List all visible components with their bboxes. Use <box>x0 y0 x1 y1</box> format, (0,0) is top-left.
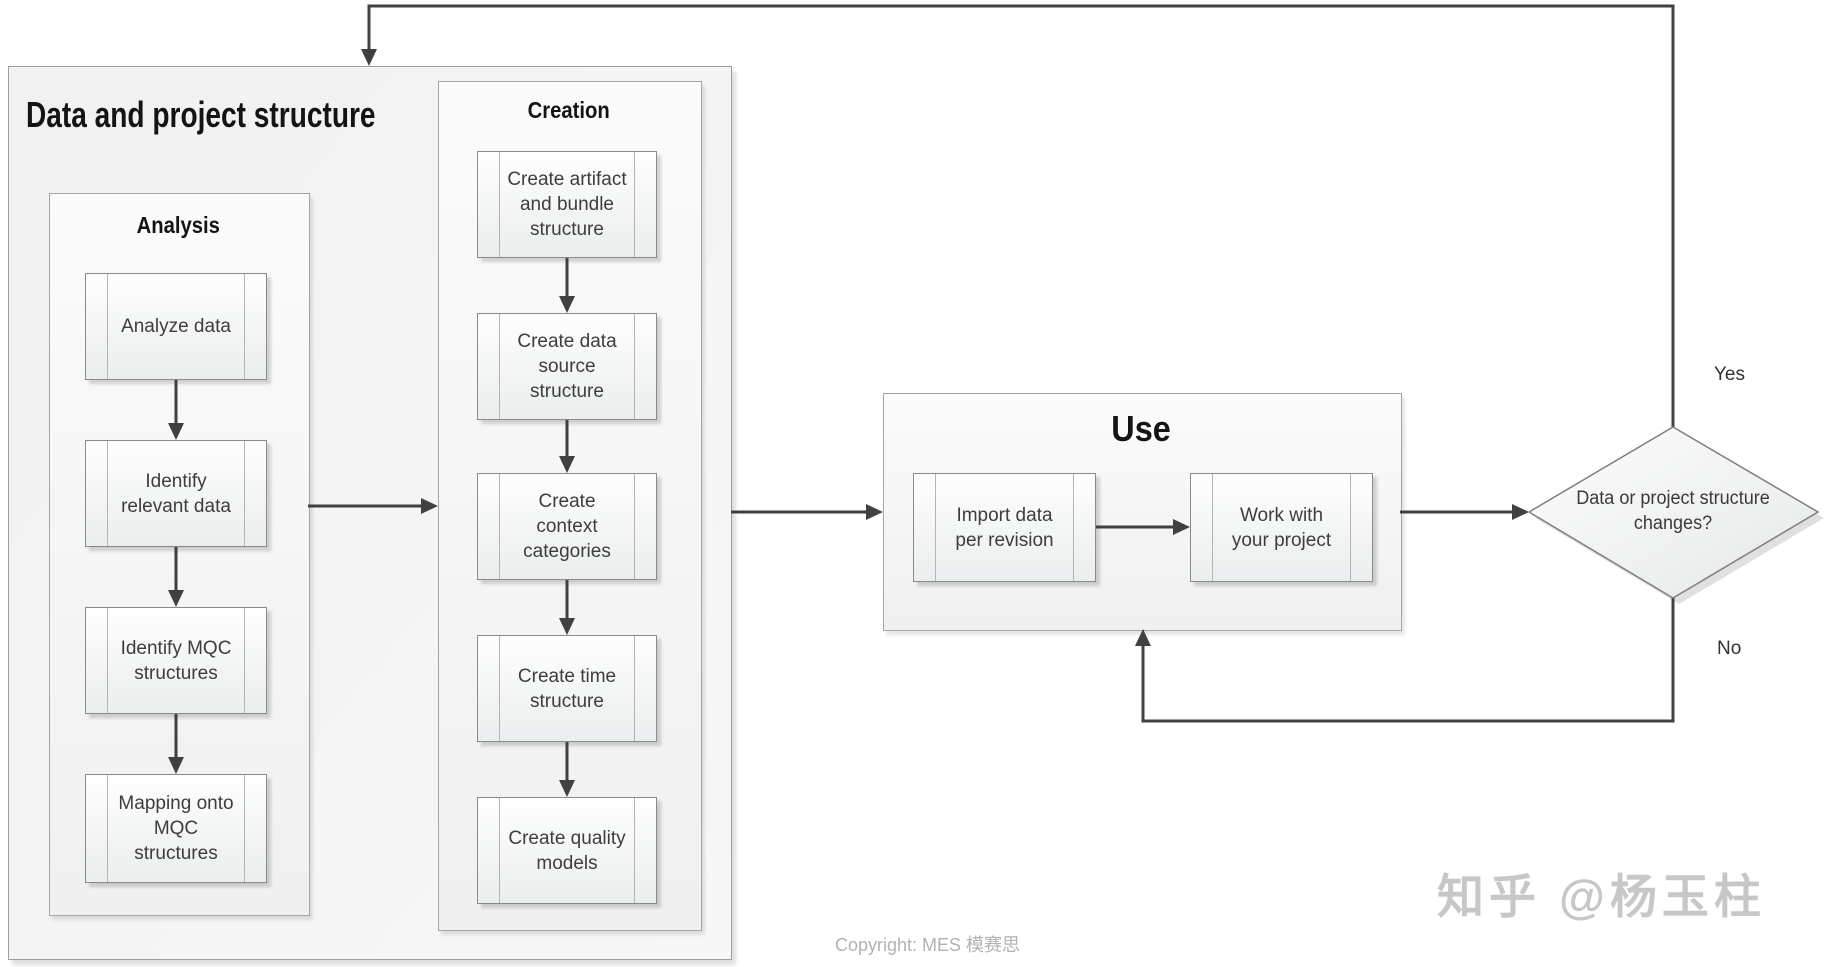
step-label: Analyze data <box>121 316 231 337</box>
step-label: Create time structure <box>517 665 617 712</box>
copyright-text: Copyright: MES 模赛思 <box>835 935 1021 955</box>
step-create-context-categories: Create context categories <box>477 473 657 580</box>
step-label: Create context categories <box>523 491 611 562</box>
step-create-data-source-structure: Create data source structure <box>477 313 657 420</box>
step-import-data-per-revision: Import data per revision <box>913 473 1096 582</box>
step-label: Create data source structure <box>517 331 617 402</box>
group-data-and-project-structure-title: Data and project structure <box>26 94 376 135</box>
decision-yes-label: Yes <box>1714 364 1745 385</box>
group-use-title: Use <box>883 408 1400 450</box>
step-label: Work with your project <box>1231 504 1332 551</box>
step-create-artifact-and-bundle-structure: Create artifact and bundle structure <box>477 151 657 258</box>
arrowhead-into-data-group <box>361 49 377 66</box>
lane-creation-title: Creation <box>438 97 700 124</box>
decision-question: Data or project structure changes? <box>1576 488 1770 534</box>
step-mapping-onto-mqc-structures: Mapping onto MQC structures <box>85 774 267 883</box>
step-create-time-structure: Create time structure <box>477 635 657 742</box>
watermark-text: 知乎 @杨玉柱 <box>1437 870 1766 923</box>
decision-no-label: No <box>1717 638 1742 659</box>
arrowhead-to-decision <box>1512 504 1529 520</box>
lane-creation-title-text: Creation <box>527 97 611 123</box>
step-label: Import data per revision <box>955 504 1054 551</box>
lane-analysis-title: Analysis <box>49 212 308 239</box>
step-label: Create quality models <box>508 827 626 874</box>
step-label: Identify relevant data <box>121 470 231 517</box>
step-analyze-data: Analyze data <box>85 273 267 380</box>
arrowhead-into-use-group <box>1135 629 1151 646</box>
step-identify-mqc-structures: Identify MQC structures <box>85 607 267 714</box>
lane-analysis-title-text: Analysis <box>136 212 221 238</box>
step-create-quality-models: Create quality models <box>477 797 657 904</box>
step-work-with-your-project: Work with your project <box>1190 473 1373 582</box>
step-label: Identify MQC structures <box>120 637 232 684</box>
step-label: Create artifact and bundle structure <box>507 169 627 240</box>
step-label: Mapping onto MQC structures <box>118 793 234 864</box>
step-identify-relevant-data: Identify relevant data <box>85 440 267 547</box>
arrowhead-to-use <box>866 504 883 520</box>
group-use-title-text: Use <box>1111 408 1172 449</box>
